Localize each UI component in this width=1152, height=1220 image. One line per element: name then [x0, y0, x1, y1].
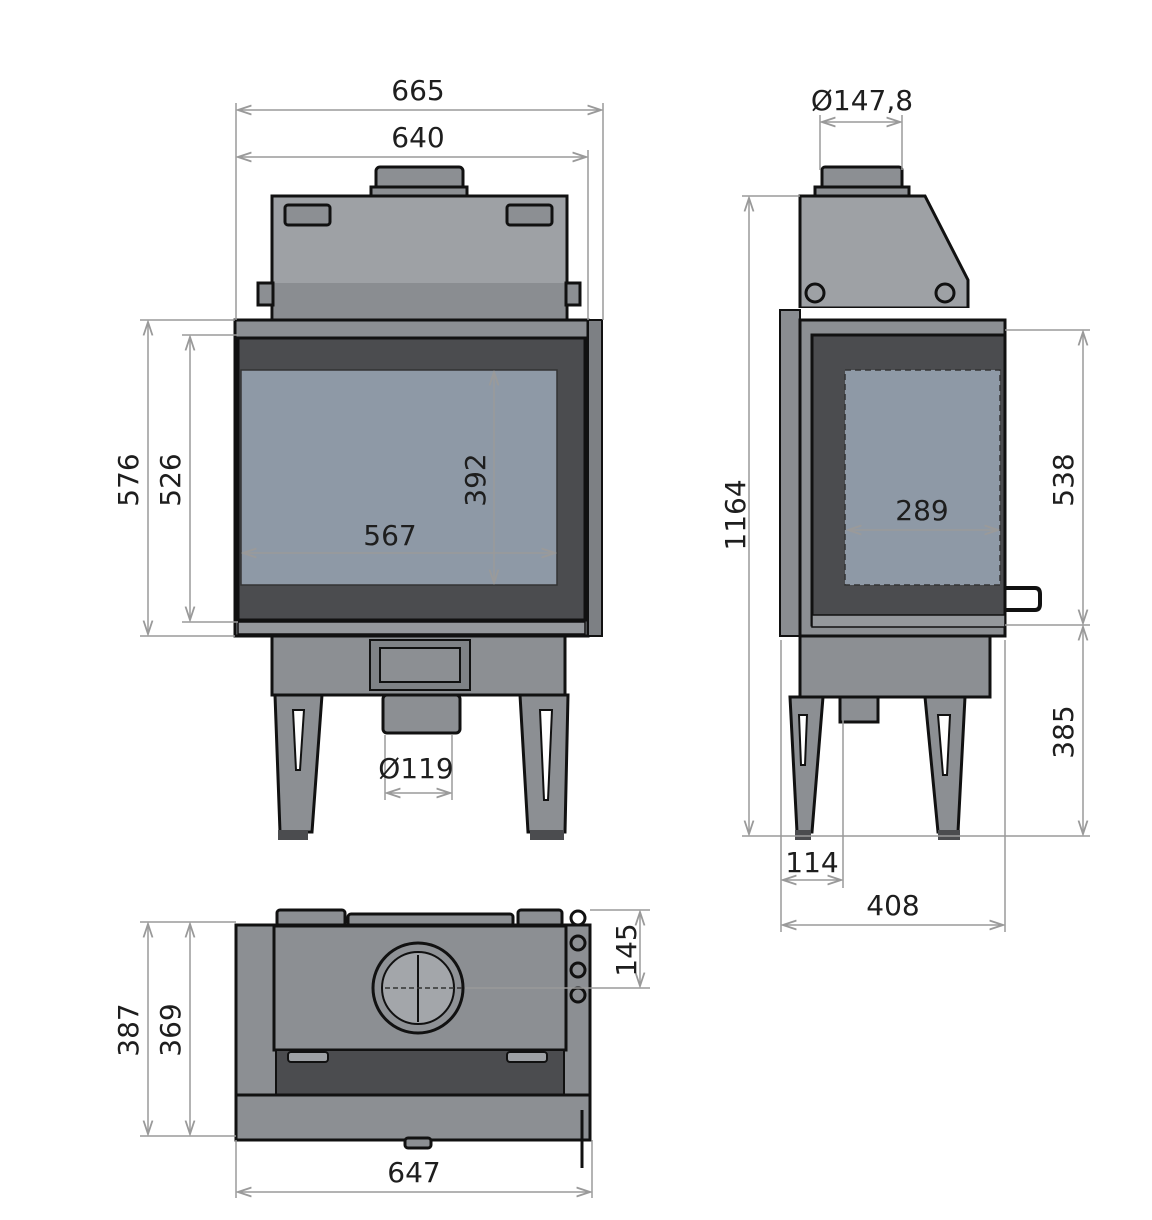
front-view — [233, 165, 603, 840]
dim-glass-depth: 289 — [895, 494, 948, 527]
dim-base-height: 385 — [1047, 705, 1080, 758]
top-body-side — [798, 194, 970, 310]
base-side — [798, 634, 992, 699]
dim-flue-offset: 145 — [610, 923, 643, 976]
door-handle — [1005, 586, 1042, 612]
dim-flue-diameter: Ø147,8 — [811, 84, 913, 117]
side-dimensions: Ø147,8 1164 538 385 289 114 408 — [719, 84, 1090, 932]
dim-door-height: 526 — [154, 453, 187, 506]
dim-leg-offset: 114 — [785, 846, 838, 879]
top-view — [234, 908, 592, 1168]
dim-door-height-side: 538 — [1047, 453, 1080, 506]
front-dimensions: 665 640 576 526 392 567 Ø119 — [112, 74, 604, 800]
dim-top-width: 647 — [387, 1156, 440, 1189]
dim-bottom-flue-diameter: Ø119 — [378, 752, 453, 785]
bottom-flue — [381, 693, 462, 735]
dim-total-depth: 408 — [866, 889, 919, 922]
side-view — [779, 165, 1042, 840]
dim-glass-height: 392 — [459, 453, 492, 506]
top-dimensions: 387 369 145 647 — [112, 909, 650, 1198]
dim-overall-width: 665 — [391, 74, 444, 107]
dim-top-inner-depth: 369 — [154, 1003, 187, 1056]
handle-left — [283, 203, 332, 227]
dim-top-depth: 387 — [112, 1003, 145, 1056]
handle-right — [505, 203, 554, 227]
glass-side — [844, 369, 1001, 586]
dim-body-width: 640 — [391, 121, 444, 154]
dim-total-height: 1164 — [719, 479, 752, 550]
dim-overall-height: 576 — [112, 453, 145, 506]
leg-front-side — [788, 695, 825, 834]
dim-glass-width: 567 — [363, 519, 416, 552]
